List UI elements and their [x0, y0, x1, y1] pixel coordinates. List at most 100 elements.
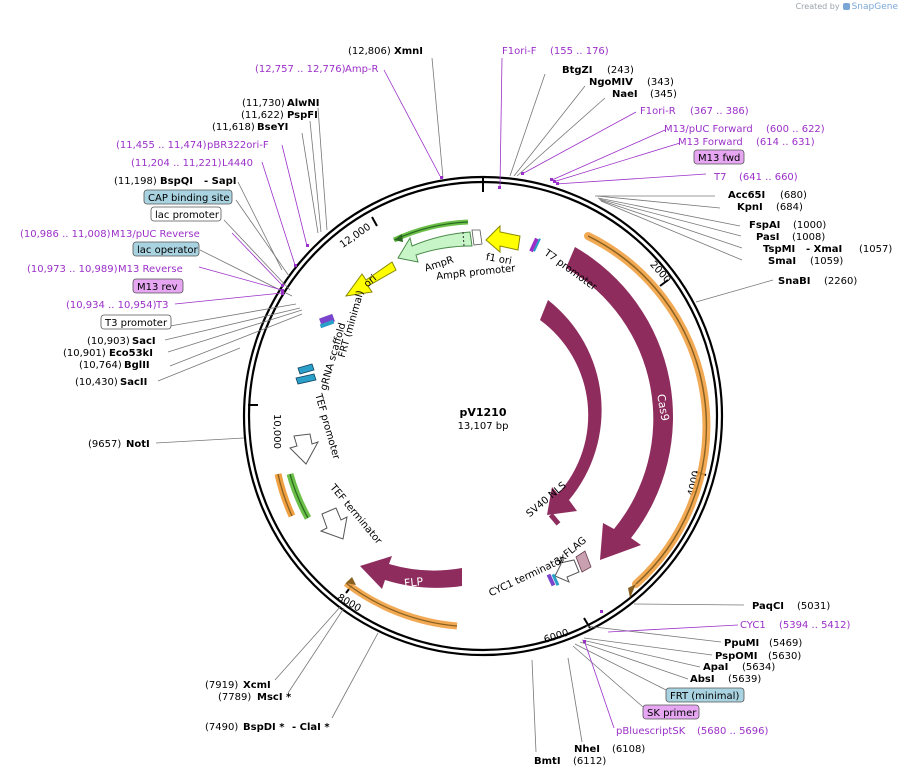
backbone	[242, 175, 724, 657]
grna-block	[297, 363, 315, 375]
enzyme-kpni: KpnI	[737, 202, 763, 213]
primer-pos: (10,934 .. 10,954)	[66, 300, 157, 311]
svg-text:SmaI: SmaI	[768, 256, 796, 267]
enzyme-pos: (6112)	[573, 756, 606, 767]
sv40-nls-mark	[548, 513, 561, 526]
enzyme-nhei: NheI	[574, 744, 600, 755]
plasmid-center: pV1210 13,107 bp	[458, 406, 509, 432]
svg-text:- SapI: - SapI	[204, 176, 236, 187]
svg-text:BglII: BglII	[124, 360, 150, 371]
primer-pbluescriptsk: pBluescriptSK	[616, 726, 686, 737]
svg-text:FspAI: FspAI	[749, 220, 780, 231]
enzyme-pos: (2260)	[824, 276, 857, 287]
tef-promoter-label: TEF promoter	[312, 392, 342, 462]
tick-label-10000: 10,000	[271, 414, 282, 449]
box-m13-rev: M13 rev	[137, 282, 178, 293]
primer-pos: (12,757 .. 12,776)	[255, 64, 346, 75]
ori-arrow	[344, 261, 397, 297]
svg-text:(9657): (9657)	[88, 439, 121, 450]
svg-text:(1000): (1000)	[793, 220, 826, 231]
primer-pos: (10,973 .. 10,989)	[27, 264, 118, 275]
primer-markers	[281, 172, 603, 643]
primer-t3: T3	[155, 300, 168, 311]
svg-text:SacII: SacII	[120, 377, 147, 388]
enzyme-naei: NaeI	[612, 89, 638, 100]
enzyme-pos: (9657)	[88, 439, 121, 450]
svg-text:NotI: NotI	[126, 439, 150, 450]
enzyme-pos: (1057)	[859, 244, 892, 255]
svg-text:NaeI: NaeI	[612, 89, 638, 100]
primer-labels: F1ori-F (155 .. 176) (12,757 .. 12,776) …	[20, 46, 851, 737]
enzyme-acc65i: Acc65I	[728, 190, 765, 201]
features	[274, 219, 711, 630]
primer-pos: (155 .. 176)	[550, 46, 609, 57]
primer-pos: (10,986 .. 11,008)	[20, 229, 111, 240]
enzyme-smai: SmaI	[768, 256, 796, 267]
primer-m13-puc-reverse: M13/pUC Reverse	[111, 229, 200, 240]
tef-terminator-arrow	[319, 507, 348, 540]
svg-text:(684): (684)	[776, 202, 803, 213]
svg-text:MscI *: MscI *	[257, 692, 292, 703]
svg-text:BspQI: BspQI	[160, 176, 193, 187]
svg-text:(6112): (6112)	[573, 756, 606, 767]
enzyme-saci: SacI	[132, 336, 156, 347]
primer-m13-puc-forward: M13/pUC Forward	[664, 124, 753, 135]
enzyme-clai: - ClaI *	[292, 722, 330, 733]
primer-amp-r: Amp-R	[345, 64, 379, 75]
enzyme-xmni: XmnI	[394, 46, 423, 57]
ampr-arrow	[397, 231, 473, 263]
enzyme-fspai: FspAI	[749, 220, 780, 231]
svg-text:BmtI: BmtI	[534, 756, 561, 767]
svg-text:(1057): (1057)	[859, 244, 892, 255]
primer-pos: (641 .. 660)	[739, 172, 798, 183]
svg-text:ApaI: ApaI	[703, 662, 728, 673]
primer-pos: (614 .. 631)	[756, 137, 815, 148]
svg-text:BtgZI: BtgZI	[562, 65, 593, 76]
enzyme-pos: (5031)	[797, 601, 830, 612]
primer-leader-lines	[174, 57, 739, 729]
enzyme-paqci: PaqCI	[752, 601, 784, 612]
box-t3-promoter: T3 promoter	[104, 318, 168, 329]
frt-block	[319, 313, 335, 327]
enzyme-bseyi: BseYI	[257, 122, 288, 133]
plasmid-name: pV1210	[459, 406, 506, 419]
svg-text:- XmaI: - XmaI	[806, 244, 842, 255]
primer-pos: (367 .. 386)	[690, 106, 749, 117]
enzyme-pos: (7490)	[205, 722, 238, 733]
enzyme-btgzi: BtgZI	[562, 65, 593, 76]
enzyme-noti: NotI	[126, 439, 150, 450]
cas9-outer-arrow	[566, 247, 674, 560]
flp-arrow	[360, 556, 462, 589]
svg-text:(5634): (5634)	[742, 662, 775, 673]
svg-text:(5031): (5031)	[797, 601, 830, 612]
enzyme-ppumi: PpuMI	[724, 638, 759, 649]
svg-text:NheI: NheI	[574, 744, 600, 755]
svg-text:(11,622): (11,622)	[241, 110, 284, 121]
enzyme-pspfi: PspFI	[287, 110, 318, 121]
svg-text:AbsI: AbsI	[690, 674, 715, 685]
svg-text:(7919): (7919)	[205, 680, 238, 691]
svg-text:(2260): (2260)	[824, 276, 857, 287]
enzyme-msci: MscI *	[257, 692, 292, 703]
snapgene-credit: Created by SnapGene	[796, 2, 898, 12]
svg-text:(5639): (5639)	[728, 674, 761, 685]
enzyme-absi: AbsI	[690, 674, 715, 685]
snapgene-logo-icon	[842, 3, 850, 10]
svg-text:- ClaI *: - ClaI *	[292, 722, 330, 733]
enzyme-sacii: SacII	[120, 377, 147, 388]
svg-text:BspDI *: BspDI *	[243, 722, 285, 733]
svg-text:(10,903): (10,903)	[87, 336, 130, 347]
enzyme-pos: (1059)	[810, 256, 843, 267]
flag-mark	[575, 550, 592, 573]
primer-f1ori-r: F1ori-R	[640, 106, 676, 117]
primer-m13-forward: M13 Forward	[678, 137, 743, 148]
enzyme-bmti: BmtI	[534, 756, 561, 767]
svg-text:XcmI: XcmI	[243, 680, 271, 691]
svg-text:PpuMI: PpuMI	[724, 638, 759, 649]
svg-text:(343): (343)	[647, 77, 674, 88]
enzyme-xmai: - XmaI	[806, 244, 842, 255]
credit-brand: SnapGene	[851, 2, 898, 12]
credit-prefix: Created by	[795, 2, 840, 11]
enzyme-bspdi: BspDI *	[243, 722, 285, 733]
enzyme-pos: (11,618)	[212, 122, 255, 133]
